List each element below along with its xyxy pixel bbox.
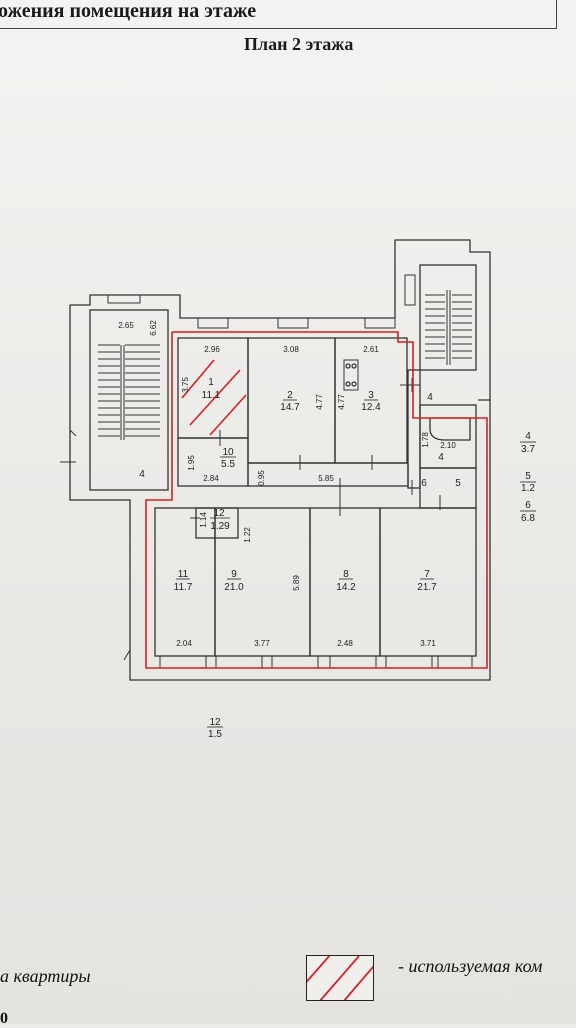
room-2-num: 2 — [287, 390, 293, 401]
header-title: ожения помещения на этаже — [0, 0, 257, 22]
dim: 1.22 — [243, 527, 252, 543]
side-num: 5 — [525, 471, 531, 482]
side-num: 4 — [525, 431, 531, 442]
room-10-area: 5.5 — [221, 459, 235, 470]
side-area: 3.7 — [521, 444, 535, 455]
page-number: 0 — [0, 1010, 8, 1027]
extra-note: 12 1.5 — [207, 717, 223, 740]
stair-left — [89, 309, 169, 491]
room-9-num: 9 — [231, 569, 237, 580]
room-7-num: 7 — [424, 569, 430, 580]
room-4-num: 4 — [427, 392, 433, 403]
side-area: 1.2 — [521, 483, 535, 494]
room-3-area: 12.4 — [361, 402, 381, 413]
hatch-room-1 — [181, 359, 247, 436]
room-1-num: 1 — [208, 377, 214, 388]
dim: 3.77 — [254, 639, 270, 648]
extra-note-area: 1.5 — [208, 729, 222, 740]
bathtub — [429, 417, 471, 441]
side-area: 6.8 — [521, 513, 535, 524]
dim: 2.10 — [440, 441, 456, 450]
dim: 3.08 — [283, 345, 299, 354]
legend-hatch-box — [306, 955, 374, 1001]
dim: 6.62 — [149, 320, 158, 336]
room-9-area: 21.0 — [224, 582, 244, 593]
room-6-num: 6 — [421, 478, 427, 489]
room-10-num: 10 — [222, 447, 234, 458]
dim: 2.61 — [363, 345, 379, 354]
room-8-num: 8 — [343, 569, 349, 580]
header-frame — [0, 0, 557, 29]
dim: 4.77 — [315, 394, 324, 410]
dim: 4.77 — [337, 394, 346, 410]
room-12-outline — [195, 507, 239, 539]
side-list: 4 3.7 5 1.2 6 6.8 — [520, 431, 536, 524]
dim: 5.85 — [318, 474, 334, 483]
room-2-area: 14.7 — [280, 402, 300, 413]
dimensions: 2.65 6.62 2.96 3.75 3.08 4.77 2.61 4.77 … — [118, 320, 456, 648]
extra-note-num: 12 — [209, 717, 221, 728]
room-8-area: 14.2 — [336, 582, 356, 593]
fraction-lines — [176, 399, 434, 580]
room-numbers: 1 2 3 4 5 6 7 8 9 10 11 12 4 4 — [139, 377, 461, 580]
plan-title: План 2 этажа — [244, 34, 354, 54]
stove-icon — [343, 359, 359, 391]
room-areas: 11.1 14.7 12.4 21.7 14.2 21.0 5.5 11.7 1… — [174, 390, 438, 593]
room-11-num: 11 — [178, 569, 189, 580]
room-12-area: 1.29 — [210, 521, 230, 532]
room-1-area: 11.1 — [202, 390, 221, 401]
stair-right — [419, 264, 477, 371]
legend-apartment-label: а квартиры — [0, 966, 91, 986]
dim: 2.96 — [204, 345, 220, 354]
dim: 2.84 — [203, 474, 219, 483]
room-4-outline — [407, 369, 421, 489]
dim: 3.75 — [181, 377, 190, 393]
stair-right-num: 4 — [438, 452, 444, 463]
dim: 2.04 — [176, 639, 192, 648]
walls — [60, 239, 491, 681]
stair-left-num: 4 — [139, 469, 145, 480]
legend-used-label: - используемая ком — [398, 956, 543, 976]
dim: 1.78 — [421, 432, 430, 448]
dim: 2.65 — [118, 321, 134, 330]
dim: 2.48 — [337, 639, 353, 648]
side-num: 6 — [525, 500, 531, 511]
dim: 0.95 — [257, 470, 266, 486]
dim: 3.71 — [420, 639, 436, 648]
room-10-outline — [177, 437, 249, 487]
apartment-boundary — [145, 331, 488, 669]
room-12-num: 12 — [213, 508, 225, 519]
dim: 5.89 — [292, 575, 301, 591]
room-5-num: 5 — [455, 478, 461, 489]
dim: 1.95 — [187, 455, 196, 471]
room-6-outline — [419, 467, 477, 509]
room-7-area: 21.7 — [417, 582, 437, 593]
room-3-num: 3 — [368, 390, 374, 401]
dim: 1.14 — [199, 512, 208, 528]
room-11-area: 11.7 — [174, 582, 193, 593]
